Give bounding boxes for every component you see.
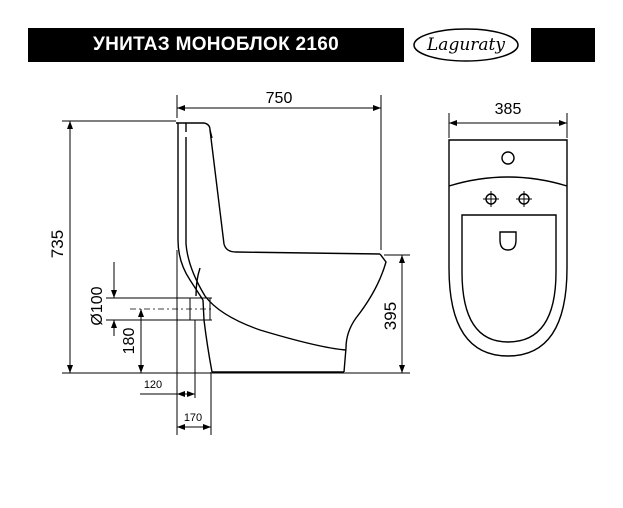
brand-logo <box>413 28 519 62</box>
dim-height-735: 735 <box>48 230 67 258</box>
dim-outlet-height-180: 180 <box>121 328 138 355</box>
dim-offset-170: 170 <box>184 412 202 424</box>
dim-length-750: 750 <box>266 90 293 107</box>
dim-offset-120: 120 <box>144 379 162 391</box>
dim-seat-height-395: 395 <box>381 302 400 330</box>
dim-width-385: 385 <box>495 101 522 118</box>
header-bar-right <box>531 28 595 62</box>
side-view-outline <box>176 122 387 373</box>
product-title: УНИТАЗ МОНОБЛОК 2160 <box>92 34 340 55</box>
header-bar <box>28 28 404 62</box>
brand-logo-text: Laguraty <box>427 35 505 55</box>
dim-outlet-diameter: Ø100 <box>89 286 106 325</box>
top-view-outline <box>448 139 568 357</box>
